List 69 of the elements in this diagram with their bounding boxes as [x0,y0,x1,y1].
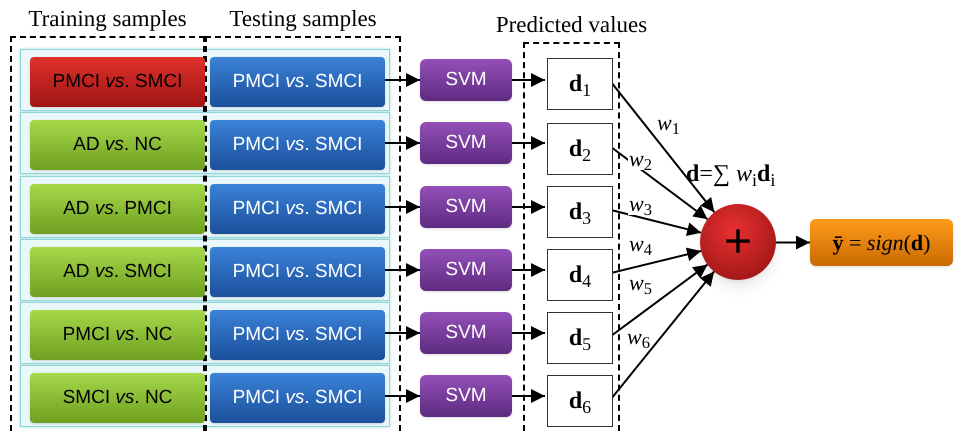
node-text: d$_{2}$ [568,135,592,166]
testing-box [210,120,385,170]
node-text: AD vs. SMCI [63,260,172,284]
svm-box [420,59,512,101]
node-text: SVM [445,384,487,408]
svm-box [420,122,512,164]
prediction-box [547,58,613,110]
testing-box [210,310,385,360]
node-text: ȳ = sign(d) [832,229,930,257]
node-text: d$_{5}$ [568,324,592,356]
arrow [512,263,545,277]
node-text: AD vs. NC [73,132,162,157]
arrow [512,200,545,214]
node-text: PMCI vs. SMCI [232,322,362,347]
node-text: SVM [445,258,487,282]
node-text: PMCI vs. SMCI [232,70,362,94]
arrow [383,73,420,87]
prediction-box [547,312,613,364]
output-box [810,219,953,266]
formula-text: d=∑ w$_{i}$d$_{i}$ [686,162,776,186]
arrow [512,73,545,87]
training-box [30,120,205,170]
node-text: d$_{3}$ [568,198,592,230]
node-text: PMCI vs. SMCI [232,260,362,284]
svm-box [420,249,512,291]
prediction-box [547,375,613,427]
node-text: PMCI vs. SMCI [232,386,362,410]
arrow [512,389,545,403]
plus-sign: + [724,218,752,266]
node-text: SVM [445,320,487,345]
testing-box [210,184,385,234]
prediction-box [547,123,613,175]
edge-label: w$_{6}$ [626,326,651,348]
svm-box [420,312,512,354]
training-box [30,247,205,297]
arrow [512,326,545,340]
node-text: AD vs. PMCI [63,196,172,221]
arrow [383,200,420,214]
arrow [512,136,545,150]
training-box [30,57,205,107]
testing-box [210,247,385,297]
node-text: PMCI vs. NC [62,322,172,347]
training-box [30,373,205,423]
group-heading: Testing samples [229,5,377,33]
node-text: SVM [445,194,487,219]
node-text: d$_{1}$ [568,70,592,102]
prediction-box [547,249,613,301]
svm-box [420,375,512,417]
node-text: d$_{4}$ [568,261,592,292]
arrow [383,136,420,150]
arrow [383,326,420,340]
training-box [30,310,205,360]
testing-box [210,373,385,423]
prediction-box [547,186,613,238]
group-heading: Predicted values [496,11,648,39]
node-text: SVM [445,130,487,155]
node-text: PMCI vs. SMCI [232,132,362,157]
training-box [30,184,205,234]
arrow [776,236,810,250]
arrow [383,263,420,277]
node-text: SMCI vs. NC [62,386,172,410]
testing-box [210,57,385,107]
node-text: PMCI vs. SMCI [232,196,362,221]
arrow [383,389,420,403]
node-text: d$_{6}$ [568,387,592,418]
node-text: SVM [445,68,487,92]
svm-box [420,186,512,228]
node-text: PMCI vs. SMCI [52,70,182,94]
group-heading: Training samples [28,5,187,33]
